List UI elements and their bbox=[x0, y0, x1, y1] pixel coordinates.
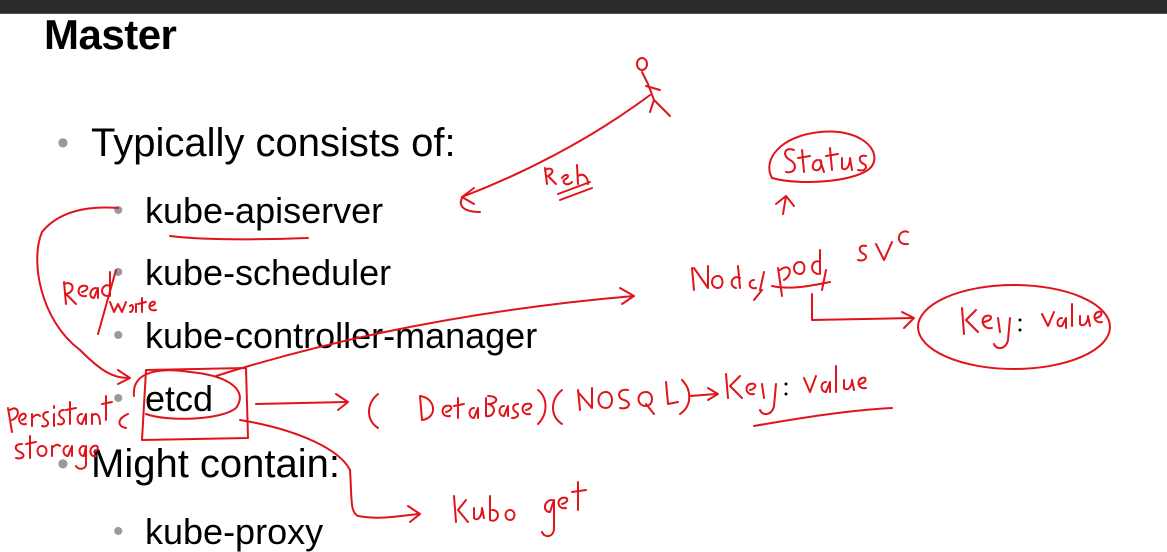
bullet-kube-apiserver: • kube-apiserver bbox=[113, 193, 383, 229]
bullet-kube-scheduler: • kube-scheduler bbox=[113, 255, 391, 291]
bullet-kube-proxy: • kube-proxy bbox=[113, 514, 323, 550]
bullet-might-contain: • Might contain: bbox=[57, 444, 340, 484]
apiserver-underline bbox=[169, 235, 309, 241]
read-write-note bbox=[36, 206, 157, 385]
bullet-dot: • bbox=[113, 319, 124, 352]
bullet-kube-controller-manager: • kube-controller-manager bbox=[113, 318, 537, 354]
bullet-text: Might contain: bbox=[91, 442, 341, 486]
bullet-dot: • bbox=[113, 256, 124, 289]
req-note bbox=[544, 164, 593, 201]
request-arrow bbox=[461, 94, 651, 198]
database-nosql-note bbox=[368, 365, 893, 429]
bullet-dot: • bbox=[113, 382, 124, 415]
node-pod-svc-note bbox=[691, 230, 909, 301]
bullet-etcd: • etcd bbox=[113, 381, 213, 417]
bullet-text: kube-controller-manager bbox=[145, 315, 538, 356]
window-top-bar bbox=[0, 0, 1167, 14]
bullet-text: kube-apiserver bbox=[145, 190, 384, 231]
kube-get-note bbox=[453, 481, 587, 538]
bullet-text: etcd bbox=[145, 378, 214, 419]
bullet-text: kube-scheduler bbox=[145, 252, 392, 293]
keyvalue-ellipse-note bbox=[917, 284, 1111, 370]
pod-to-keyvalue-arrow bbox=[811, 293, 913, 321]
status-note bbox=[768, 130, 876, 215]
bullet-dot: • bbox=[57, 445, 69, 483]
slide-title: Master bbox=[44, 11, 177, 58]
bullet-dot: • bbox=[113, 194, 124, 227]
bullet-text: kube-proxy bbox=[145, 511, 324, 552]
bullet-typically-consists: • Typically consists of: bbox=[57, 123, 456, 163]
user-stick-figure-icon bbox=[636, 57, 671, 117]
bullet-text: Typically consists of: bbox=[91, 121, 456, 165]
bullet-dot: • bbox=[57, 124, 69, 162]
etcd-to-database-arrow bbox=[255, 401, 347, 405]
bullet-dot: • bbox=[113, 515, 124, 548]
